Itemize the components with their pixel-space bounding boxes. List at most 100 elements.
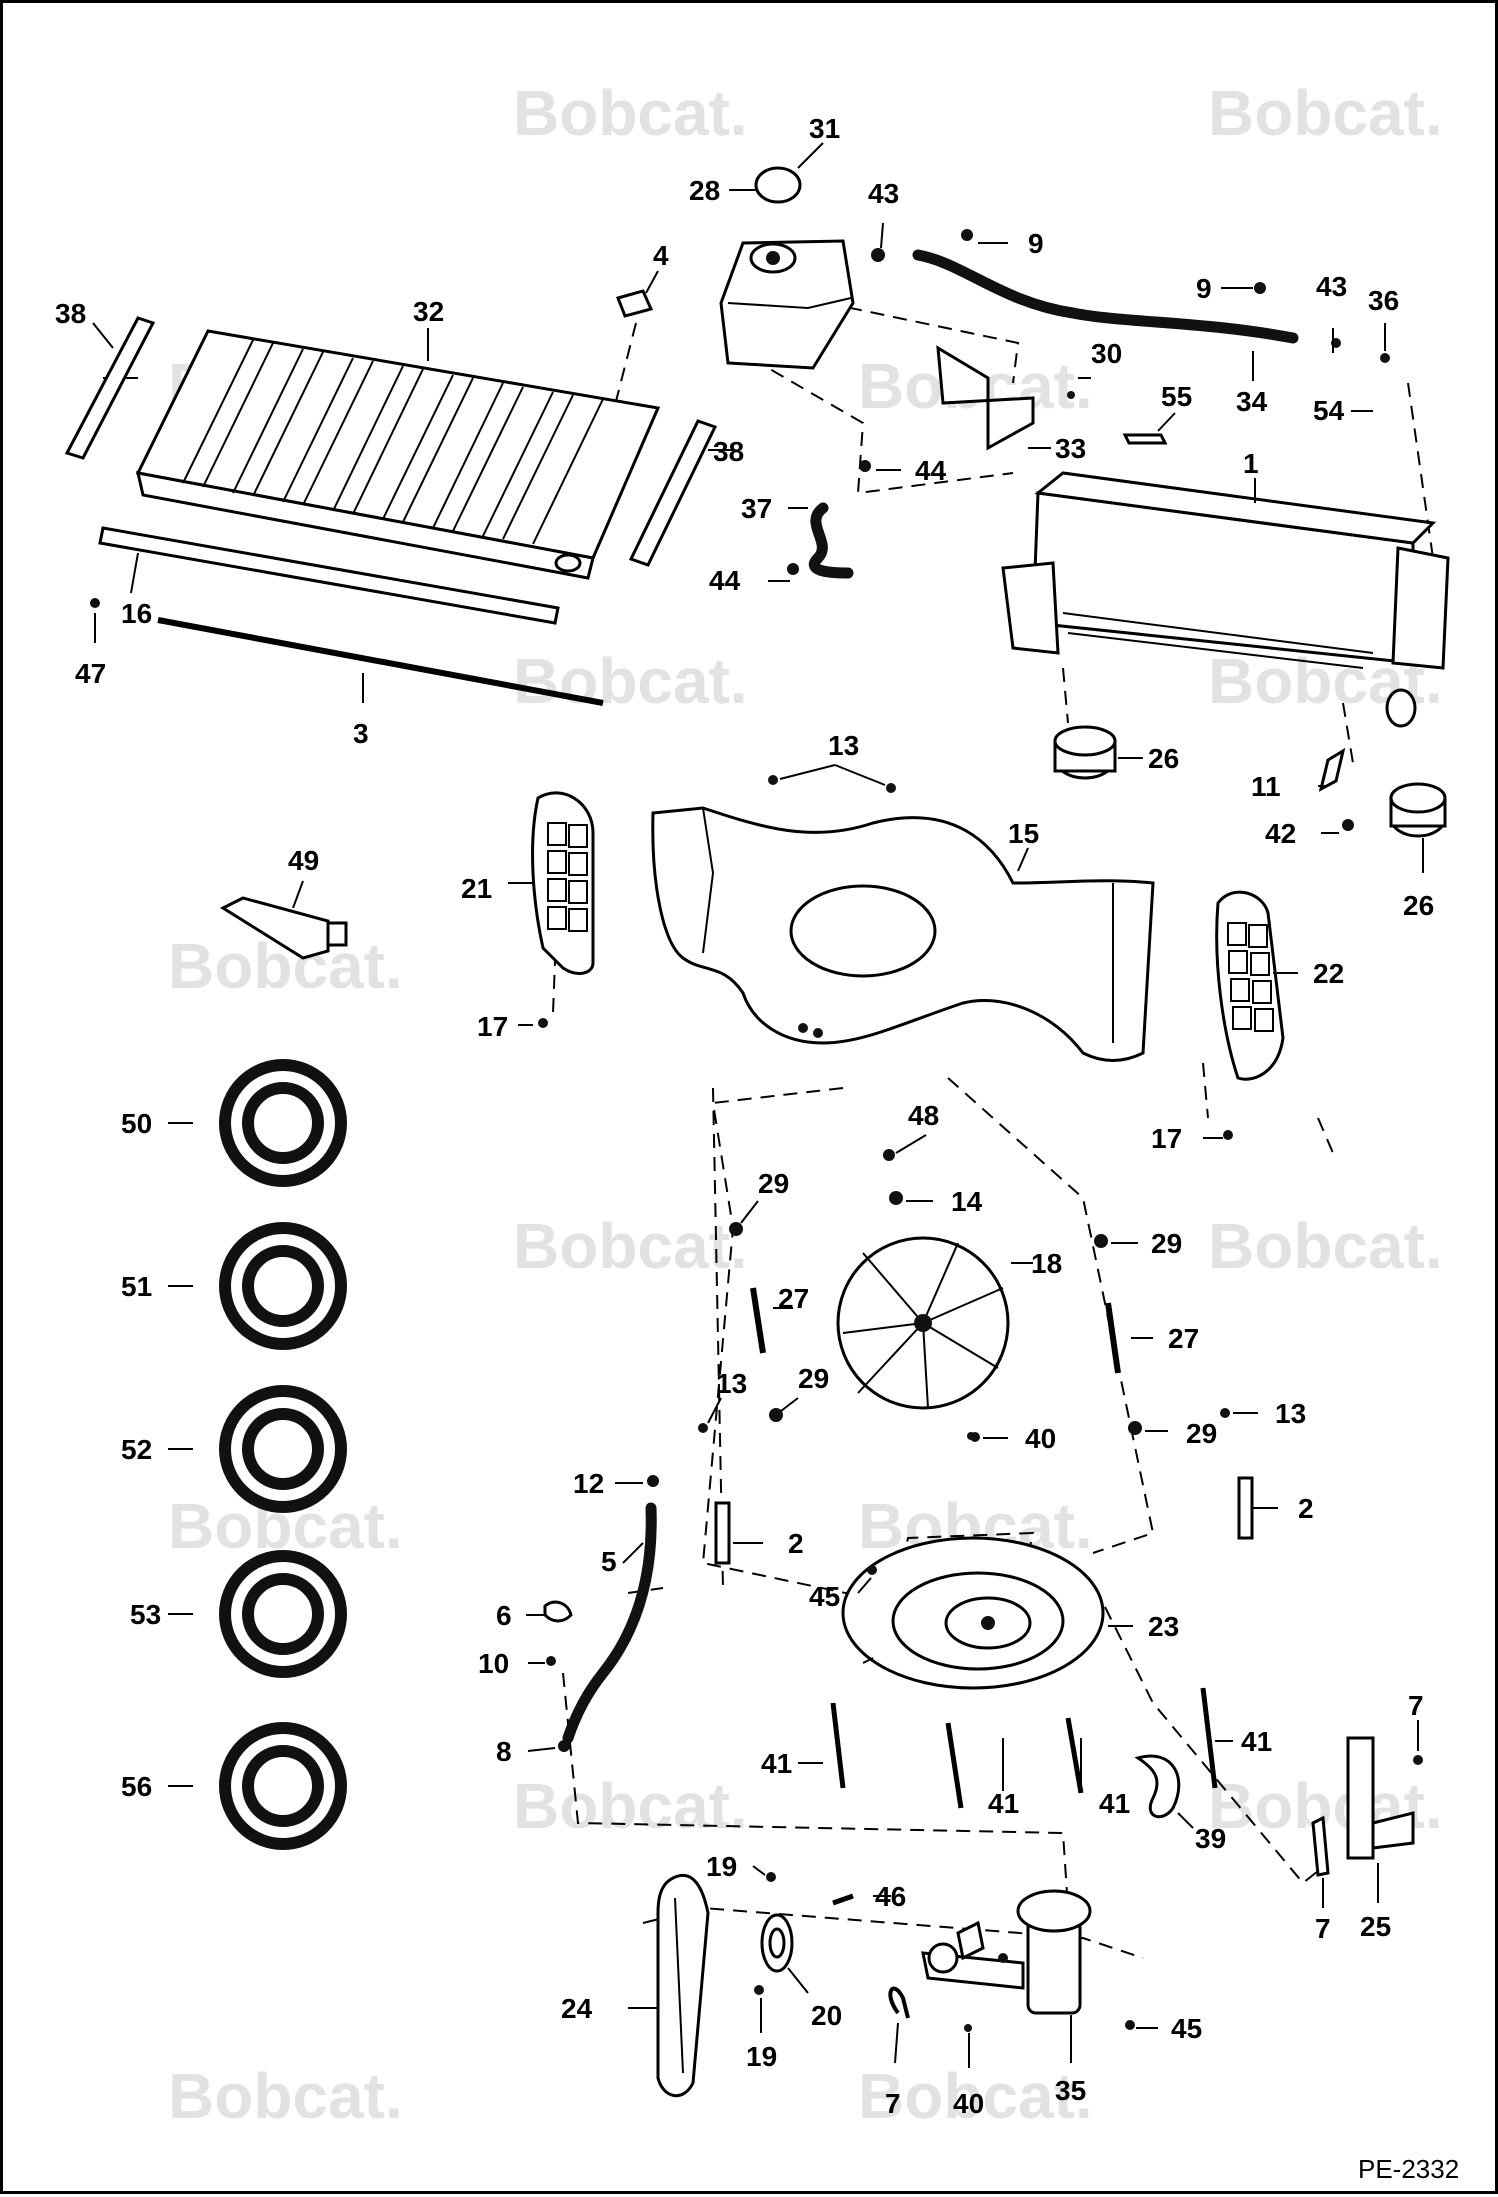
washer-part [889,1191,903,1205]
callout-45: 45 [809,1581,840,1612]
callout-13: 13 [1275,1398,1306,1429]
callout-23: 23 [1148,1611,1179,1642]
callout-32: 32 [413,296,444,327]
screw-part [1125,2020,1135,2030]
nut-part [883,1149,895,1161]
callout-26: 26 [1403,890,1434,921]
hose-part [809,502,854,579]
callout-2: 2 [788,1528,804,1559]
belt-part [656,1874,710,2097]
callout-12: 12 [573,1468,604,1499]
screw-part [768,775,778,785]
screw-part [766,1872,776,1882]
callout-17: 17 [477,1011,508,1042]
callout-38: 38 [55,298,86,329]
callout-40: 40 [953,2088,984,2119]
callout-50: 50 [121,1108,152,1139]
spacer-part [714,1501,731,1565]
callout-48: 48 [908,1100,939,1131]
fitting-part [647,1475,659,1487]
screw-part [90,598,100,608]
rod-part [1105,1302,1121,1374]
grease-tube-part [219,896,348,960]
watermark: Bobcat. [513,645,748,717]
callout-41: 41 [1241,1726,1272,1757]
gearbox-part [921,1889,1092,2015]
callout-5: 5 [601,1546,617,1577]
callout-38: 38 [713,436,744,467]
callout-27: 27 [778,1283,809,1314]
coil-part [219,1722,347,1850]
callout-29: 29 [1186,1418,1217,1449]
callout-41: 41 [761,1748,792,1779]
screw-part [1220,1408,1230,1418]
bracket-part [936,345,1035,451]
rod-part [98,526,560,625]
callout-35: 35 [1055,2075,1086,2106]
callout-28: 28 [689,175,720,206]
callout-47: 47 [75,658,106,689]
callout-21: 21 [461,873,492,904]
fan-shroud-part [651,806,1155,1062]
callout-24: 24 [561,1993,593,2024]
cap-part [754,166,802,204]
watermark: Bobcat. [1208,77,1443,149]
callout-54: 54 [1313,395,1345,426]
callout-36: 36 [1368,285,1399,316]
callout-37: 37 [741,493,772,524]
callout-45: 45 [1171,2013,1202,2044]
seal-strip-part [628,419,718,567]
callout-42: 42 [1265,818,1296,849]
callout-27: 27 [1168,1323,1199,1354]
callout-18: 18 [1031,1248,1062,1279]
pin-part [832,1893,854,1906]
callout-44: 44 [709,565,741,596]
callout-41: 41 [1099,1788,1130,1819]
callout-34: 34 [1236,386,1268,417]
coil-part [219,1385,347,1513]
callout-7: 7 [885,2088,901,2119]
grommet-part [729,1222,743,1236]
watermark: Bobcat. [513,77,748,149]
screw-part [886,783,896,793]
callout-29: 29 [798,1363,829,1394]
callout-20: 20 [811,2000,842,2031]
callout-19: 19 [706,1851,737,1882]
grommet-part [769,1408,783,1422]
clip-part [616,289,654,318]
callout-labels: 31 28 43 9 4 38 32 9 43 36 30 34 54 55 3… [55,113,1434,2119]
callout-2: 2 [1298,1493,1314,1524]
callout-17: 17 [1151,1123,1182,1154]
grommet-part [1128,1421,1142,1435]
callout-10: 10 [478,1648,509,1679]
callout-52: 52 [121,1434,152,1465]
screw-part [698,1423,708,1433]
watermark: Bobcat. [513,1210,748,1282]
callout-15: 15 [1008,818,1039,849]
callout-13: 13 [828,730,859,761]
callout-44: 44 [915,455,947,486]
seal-strip-part [64,316,156,460]
callout-55: 55 [1161,381,1192,412]
callout-25: 25 [1360,1911,1391,1942]
screw-part [546,1656,556,1666]
callout-3: 3 [353,718,369,749]
fitting-part [558,1740,570,1752]
clamp-part [859,460,871,472]
callout-46: 46 [875,1881,906,1912]
callout-7: 7 [1408,1690,1424,1721]
drain-hose-part [562,1502,657,1744]
support-bracket-part [1346,1736,1415,1860]
spacer-part [1237,1476,1254,1540]
coil-part [219,1222,347,1350]
callout-40: 40 [1025,1423,1056,1454]
overflow-hose-part [912,249,1299,344]
coil-part [219,1550,347,1678]
coolant-reservoir-part [719,239,855,370]
callout-51: 51 [121,1271,152,1302]
clip-part [1318,747,1346,792]
screw-part [964,2024,972,2032]
clip-part [1311,1815,1330,1877]
callout-13: 13 [716,1368,747,1399]
leader-lines [92,142,1424,2068]
